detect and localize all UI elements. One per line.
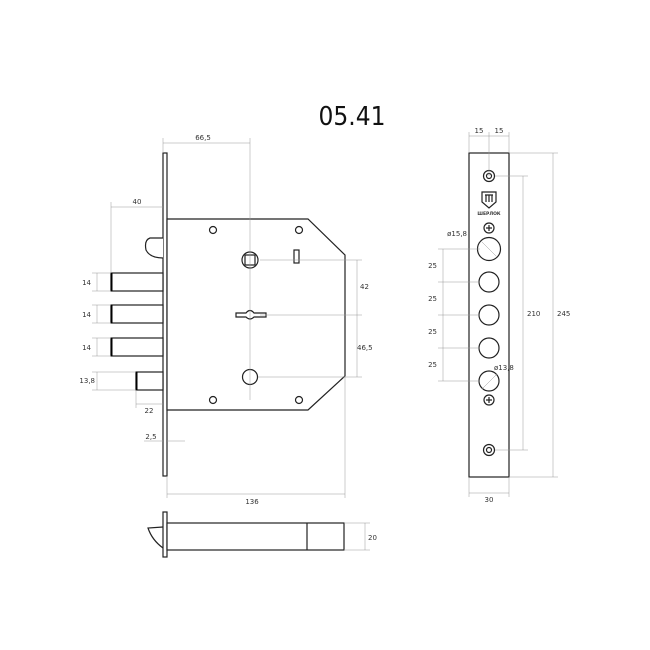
dim-bolt-height: 14 xyxy=(82,311,91,319)
dim-faceplate-thickness: 2,5 xyxy=(145,433,156,441)
dim-latch-height: 13,8 xyxy=(79,377,95,385)
latch-bevel xyxy=(144,237,164,259)
brand-name: ШЕРЛОК xyxy=(477,211,500,217)
bolt xyxy=(110,337,164,357)
mount-hole xyxy=(294,395,304,405)
keyhole xyxy=(235,309,267,320)
dim-spindle-to-key: 42 xyxy=(360,283,369,291)
body-edge xyxy=(166,522,345,551)
dim-pitch: 25 xyxy=(428,262,437,270)
model-title: 05.41 xyxy=(319,102,386,132)
bolt xyxy=(110,304,164,324)
bolt-hole xyxy=(478,271,500,293)
dim-length: 245 xyxy=(557,310,570,318)
dim-bolt-height: 14 xyxy=(82,279,91,287)
dim-bolt-height: 14 xyxy=(82,344,91,352)
strike-plate: ШЕРЛОК ø15,8 ø13,8 15 15 30 210 245 25 2… xyxy=(428,127,570,504)
latch-profile xyxy=(147,526,164,549)
mount-hole xyxy=(208,225,218,235)
dim-half-width: 15 xyxy=(475,127,484,135)
latch-hole xyxy=(478,370,500,392)
bolt xyxy=(110,272,164,292)
mount-hole xyxy=(208,395,218,405)
dim-half-width: 15 xyxy=(495,127,504,135)
dim-key-to-cylinder: 46,5 xyxy=(357,344,373,352)
dim-pitch: 25 xyxy=(428,361,437,369)
faceplate-edge xyxy=(162,511,168,558)
mount-hole xyxy=(294,225,304,235)
latch-bolt xyxy=(135,371,164,391)
bolt-hole xyxy=(478,337,500,359)
dim-pitch: 25 xyxy=(428,328,437,336)
bottom-view: 20 xyxy=(147,511,377,558)
front-view: 66,5 40 14 14 14 13,8 22 2,5 42 46,5 136 xyxy=(79,134,372,506)
dim-backset: 66,5 xyxy=(195,134,211,142)
dim-pitch: 25 xyxy=(428,295,437,303)
dim-small-hole: ø13,8 xyxy=(494,364,514,372)
dim-width: 30 xyxy=(485,496,494,504)
slot xyxy=(293,249,300,264)
dim-large-hole: ø15,8 xyxy=(447,230,467,238)
dim-screw-spacing: 210 xyxy=(527,310,540,318)
dim-body-width: 136 xyxy=(245,498,259,506)
bolt-hole xyxy=(478,304,500,326)
dim-thickness: 20 xyxy=(368,534,377,542)
dim-latch-throw: 22 xyxy=(145,407,154,415)
dim-bolt-throw: 40 xyxy=(133,198,142,206)
